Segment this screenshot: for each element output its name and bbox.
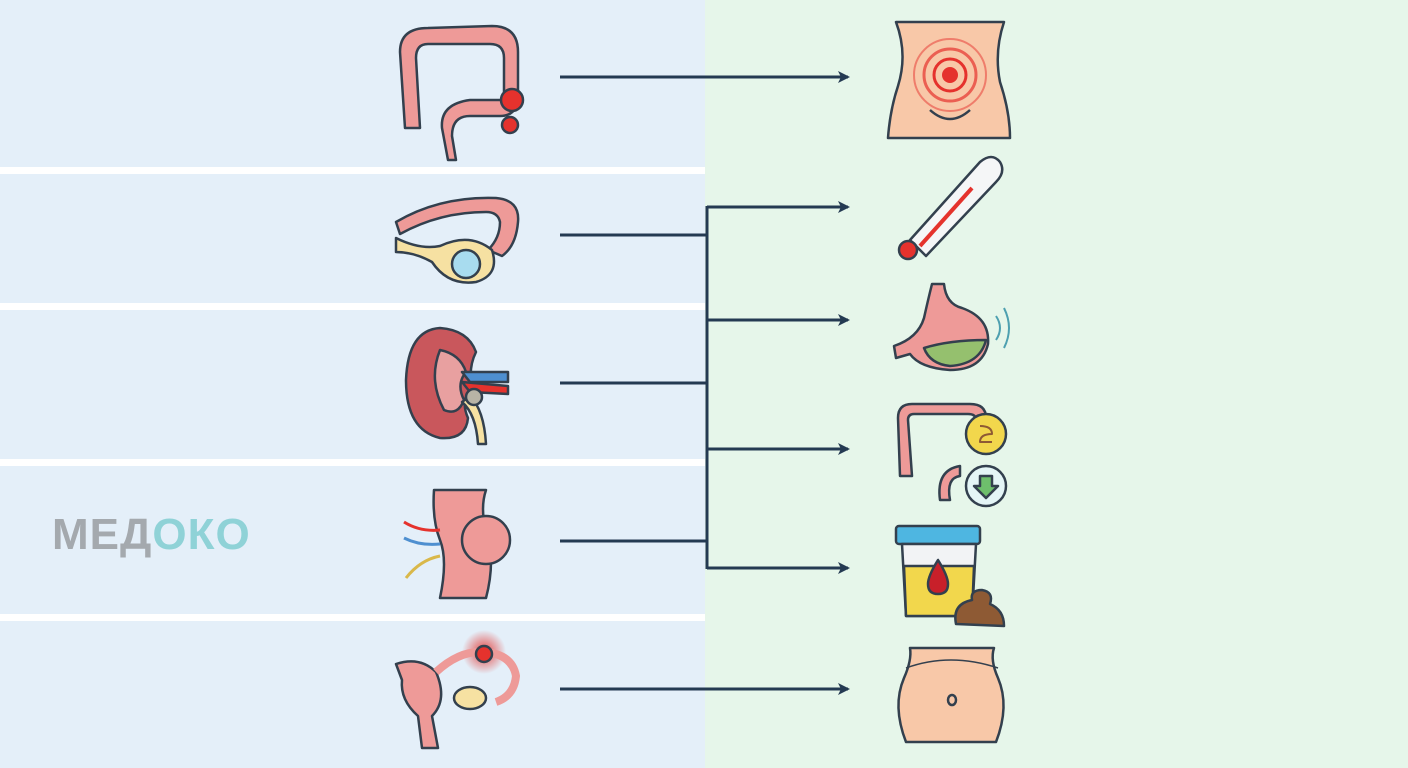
logo-text-main: МЕД [52, 510, 153, 559]
bowel-disorder-icon [896, 402, 1008, 508]
nausea-stomach-icon [892, 282, 1010, 372]
kidney-stone-icon [404, 326, 510, 446]
thermometer-icon [897, 155, 1004, 261]
uterus-ectopic-icon [394, 630, 520, 750]
abdominal-pain-icon [886, 20, 1012, 140]
right-panel [705, 0, 1408, 768]
hernia-icon [403, 488, 512, 600]
urine-stool-blood-icon [894, 524, 1006, 628]
row-separators [0, 167, 705, 621]
medoko-logo: МЕДОКО [52, 510, 251, 560]
connector-lines [560, 71, 850, 695]
logo-text-accent: ОКО [152, 510, 251, 559]
ovary-cyst-icon [394, 196, 520, 284]
colon-appendix-icon [398, 24, 525, 162]
bloating-icon [897, 646, 1005, 744]
